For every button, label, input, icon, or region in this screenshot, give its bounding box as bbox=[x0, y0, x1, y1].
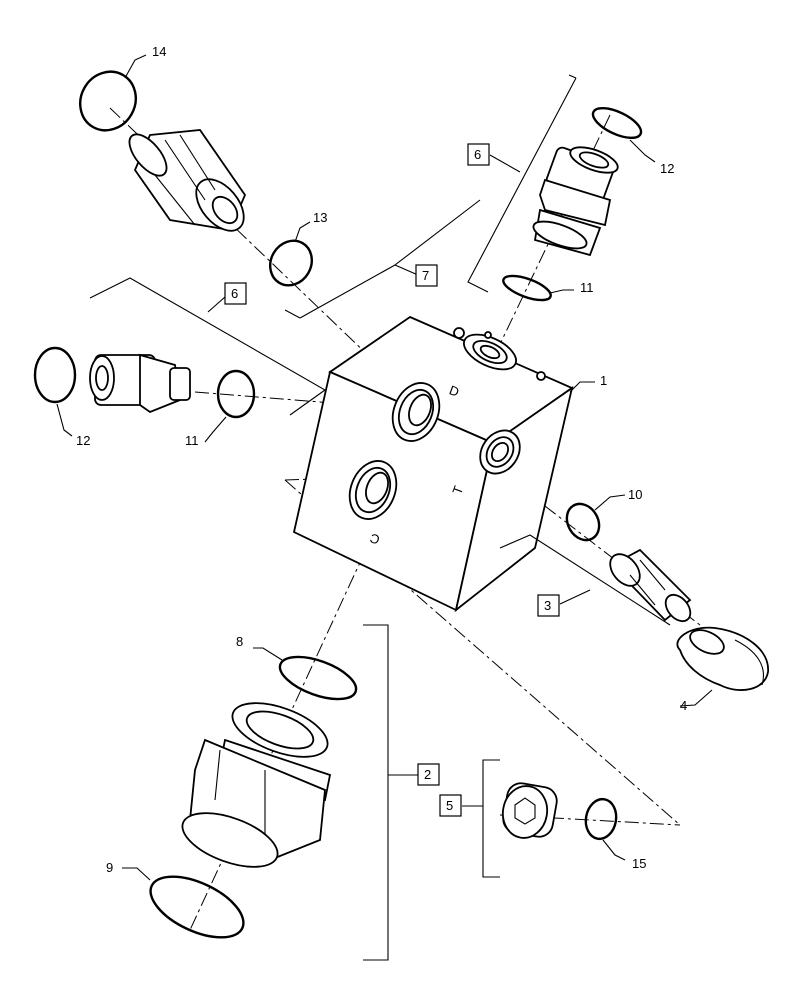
callout-11-upper: 11 bbox=[580, 280, 594, 295]
svg-text:2: 2 bbox=[424, 767, 431, 782]
straight-fitting-top-left bbox=[79, 70, 313, 287]
callout-11-left: 11 bbox=[185, 433, 199, 448]
boxed-callout-3: 3 bbox=[537, 594, 560, 617]
svg-text:6: 6 bbox=[474, 147, 481, 162]
port-plug bbox=[501, 782, 618, 841]
svg-text:6: 6 bbox=[231, 286, 238, 301]
boxed-callout-5: 5 bbox=[439, 794, 462, 817]
callout-13: 13 bbox=[313, 210, 327, 225]
boxed-callout-7: 7 bbox=[415, 264, 438, 287]
callout-14: 14 bbox=[152, 44, 166, 59]
callout-8: 8 bbox=[236, 634, 243, 649]
svg-text:3: 3 bbox=[544, 598, 551, 613]
callout-1: 1 bbox=[600, 373, 607, 388]
valve-block: D C T bbox=[292, 315, 574, 613]
quick-coupler-upper-right bbox=[502, 106, 643, 302]
group-brackets bbox=[89, 74, 671, 961]
callout-12-left: 12 bbox=[76, 433, 90, 448]
boxed-callout-2: 2 bbox=[417, 763, 440, 786]
dust-cap bbox=[676, 626, 769, 691]
large-straight-fitting bbox=[149, 655, 358, 939]
callout-12-upper: 12 bbox=[660, 161, 674, 176]
quick-coupler-left bbox=[33, 346, 256, 419]
svg-text:7: 7 bbox=[422, 268, 429, 283]
callout-labels: 14 12 13 11 1 12 11 10 4 8 9 15 bbox=[76, 44, 687, 875]
svg-text:5: 5 bbox=[446, 798, 453, 813]
callout-4: 4 bbox=[680, 698, 687, 713]
leader-lines bbox=[56, 54, 713, 881]
boxed-callout-6-upper: 6 bbox=[467, 143, 490, 166]
callout-9: 9 bbox=[106, 860, 113, 875]
boxed-callout-6-left: 6 bbox=[224, 282, 247, 305]
callout-15: 15 bbox=[632, 856, 646, 871]
callout-10: 10 bbox=[628, 487, 642, 502]
quick-coupler-right bbox=[565, 502, 692, 623]
